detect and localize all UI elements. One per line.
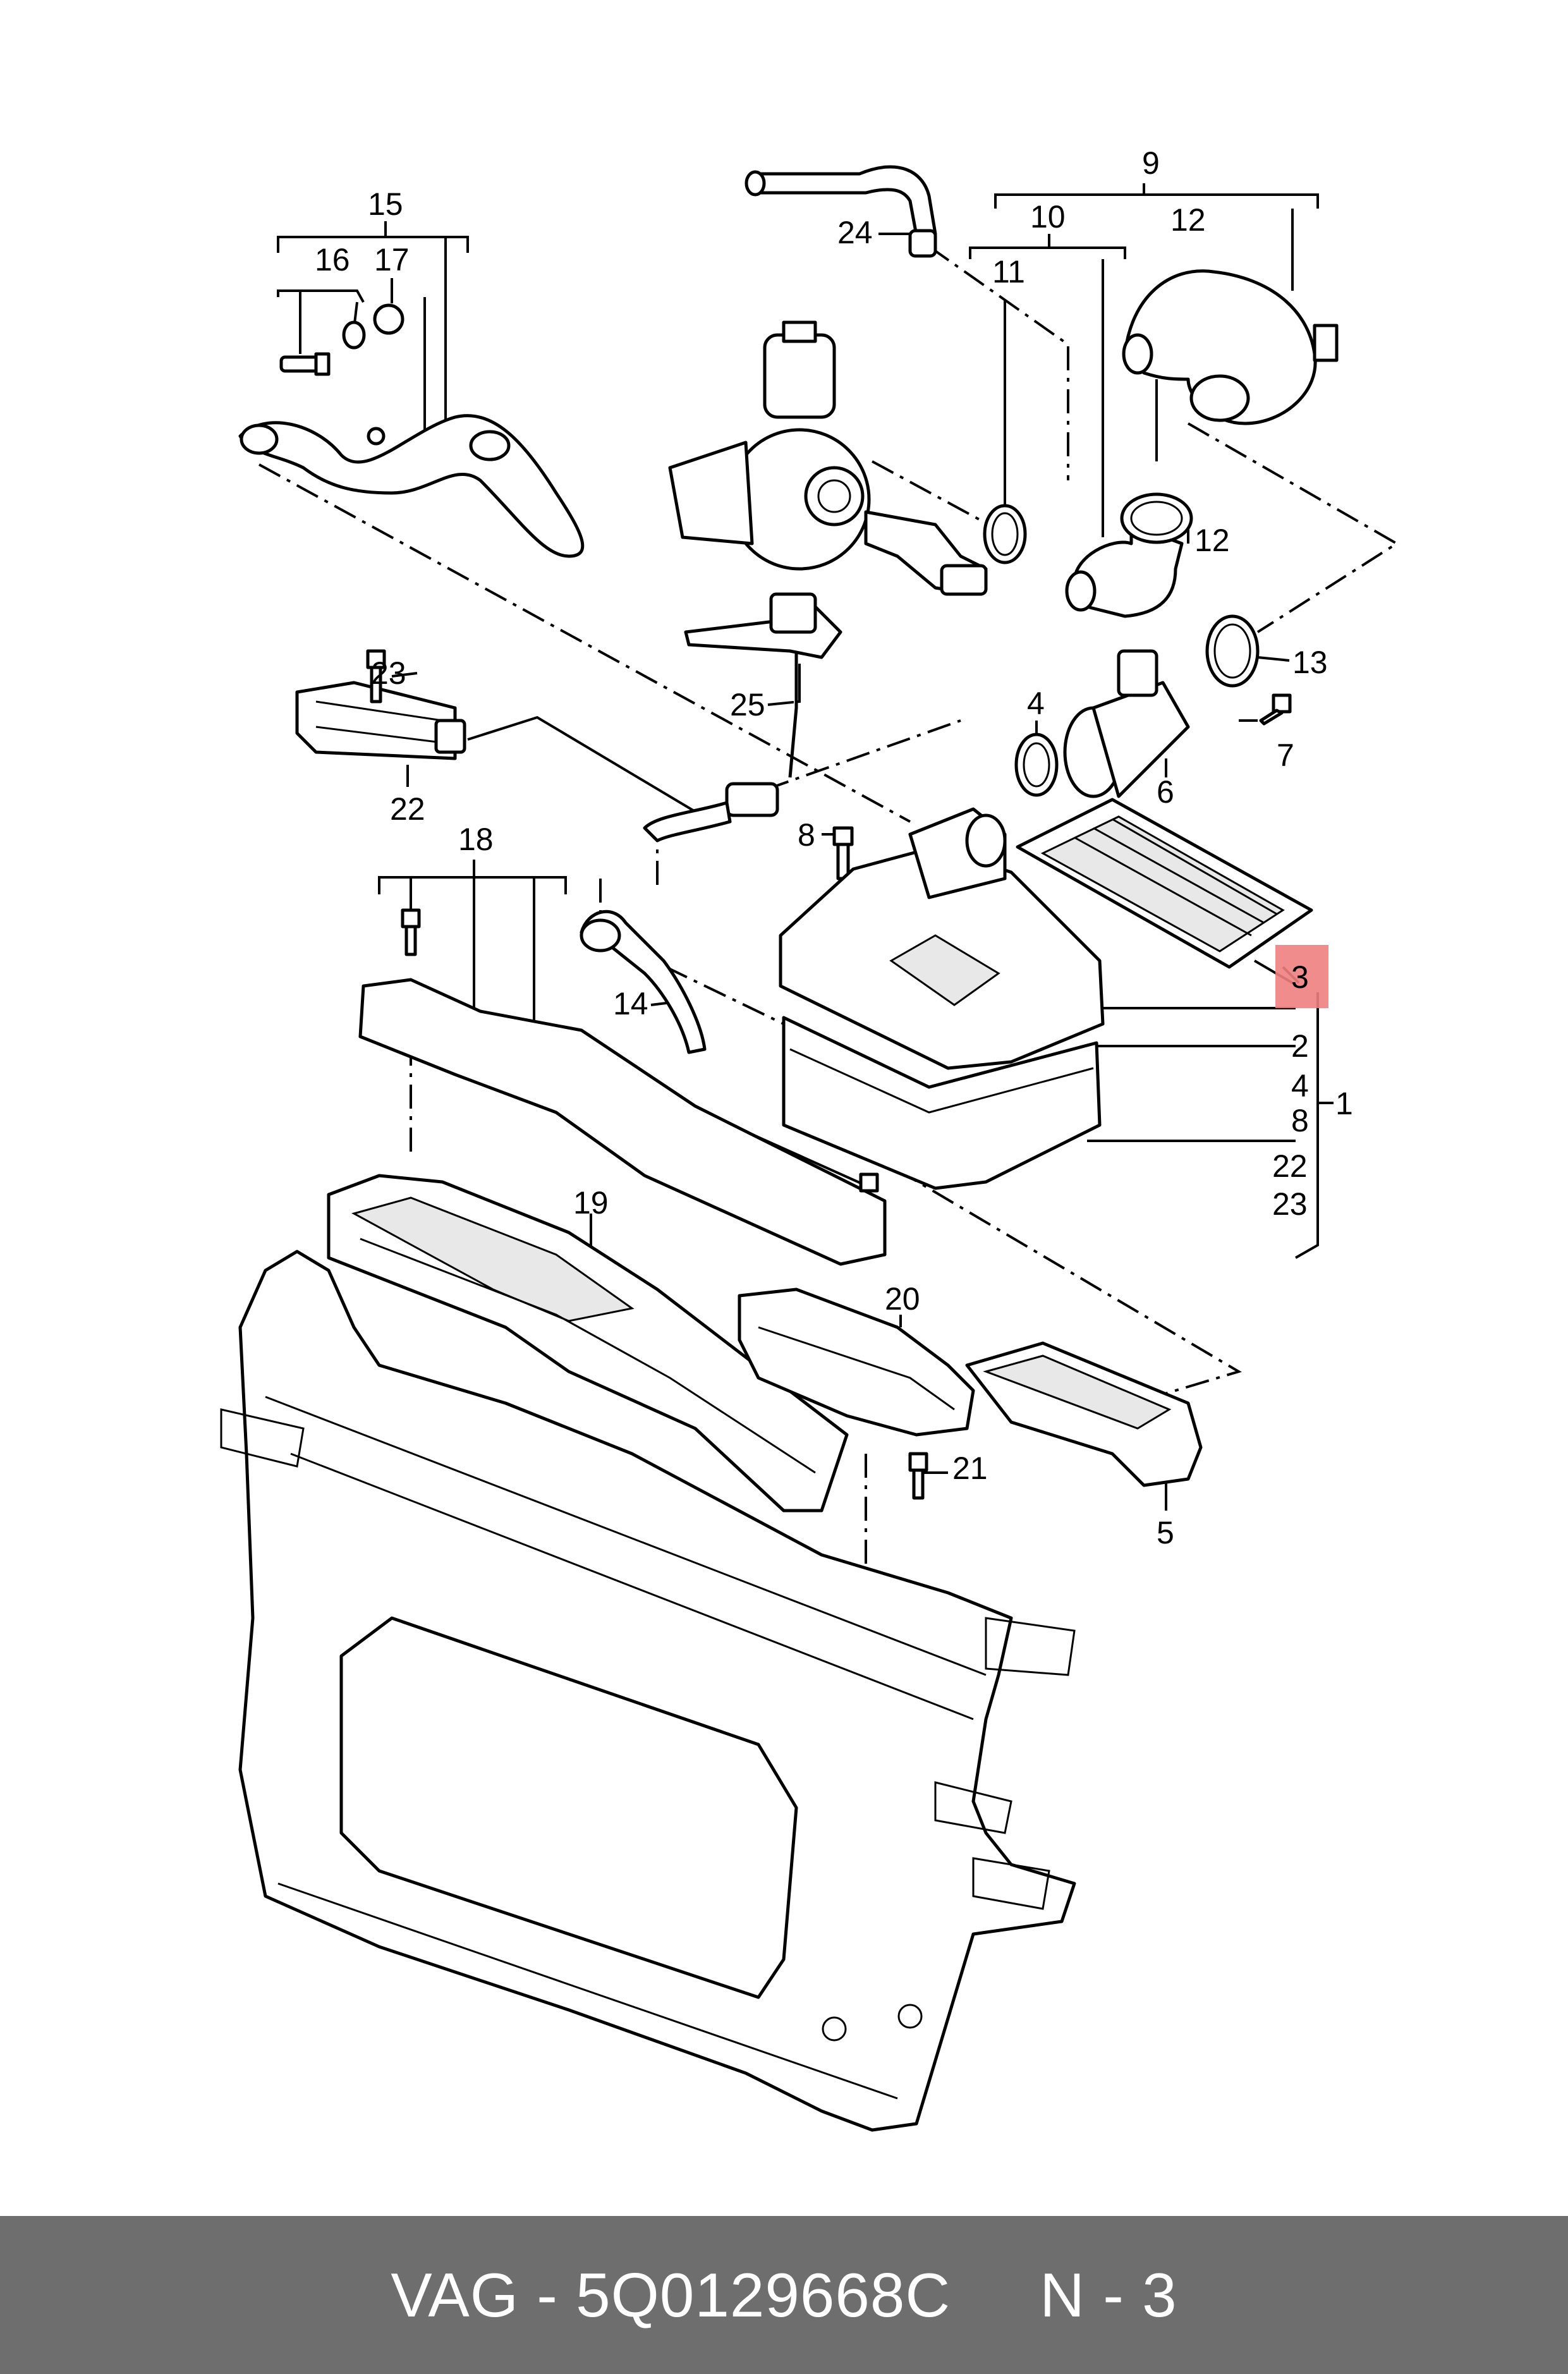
part-9-intake-hose xyxy=(1122,269,1339,425)
part-1-air-filter-housing xyxy=(779,807,1105,1190)
callout-12-mid: 12 xyxy=(1194,523,1230,558)
part-16-bolt xyxy=(279,352,331,376)
part-info-footer: VAG - 5Q0129668C N - 3 xyxy=(0,2216,1568,2374)
callout-15: 15 xyxy=(368,186,403,222)
callout-6: 6 xyxy=(1157,774,1174,810)
callout-19: 19 xyxy=(573,1185,609,1220)
callout-14: 14 xyxy=(613,986,648,1021)
footer-gap xyxy=(951,2260,1040,2331)
part-8-screw-top xyxy=(832,826,854,880)
footer-position-ref: N - 3 xyxy=(1040,2260,1177,2330)
part-18-cover xyxy=(358,908,887,1266)
callout-24: 24 xyxy=(837,215,873,250)
footer-separator: - xyxy=(519,2260,576,2330)
callout-labels: 15 16 17 9 10 12 11 24 12 13 23 25 4 7 6… xyxy=(315,145,1353,1550)
callout-12-top: 12 xyxy=(1170,202,1206,238)
callout-11: 11 xyxy=(992,254,1025,289)
callout-25: 25 xyxy=(730,687,765,722)
callout-20: 20 xyxy=(885,1281,920,1317)
part-11-o-ring xyxy=(983,504,1027,564)
callout-3: 3 xyxy=(1291,959,1309,995)
part-23-screw-left xyxy=(366,649,386,703)
callout-16: 16 xyxy=(315,242,350,277)
callout-10: 10 xyxy=(1030,199,1066,234)
callout-9: 9 xyxy=(1142,145,1160,181)
callout-17: 17 xyxy=(374,242,410,277)
callout-8-list: 8 xyxy=(1291,1103,1309,1138)
part-14-hose xyxy=(580,910,707,1054)
highlight-box-part-3 xyxy=(1275,945,1328,1008)
callout-13: 13 xyxy=(1292,645,1328,680)
part-25-vacuum-line xyxy=(643,592,842,843)
callout-21: 21 xyxy=(952,1451,988,1486)
callout-2: 2 xyxy=(1291,1028,1309,1064)
part-6-air-mass-meter xyxy=(1063,649,1190,798)
callout-4-top: 4 xyxy=(1027,686,1045,721)
footer-part-number: 5Q0129668C xyxy=(576,2260,951,2330)
part-12-clamp xyxy=(1120,492,1193,544)
part-3-air-filter-element xyxy=(1016,798,1313,969)
part-front-end-carrier xyxy=(220,1250,1076,2132)
callout-4-list: 4 xyxy=(1291,1068,1309,1104)
part-22-bracket xyxy=(295,681,466,760)
part-4-seal xyxy=(1014,733,1059,797)
callout-5: 5 xyxy=(1157,1515,1174,1550)
part-21-screw xyxy=(908,1452,928,1500)
part-17-grommet xyxy=(342,303,404,350)
part-5-intake-snorkel xyxy=(965,1341,1203,1487)
callout-1: 1 xyxy=(1335,1086,1353,1121)
callout-22-left: 22 xyxy=(390,791,425,827)
callout-23-list: 23 xyxy=(1272,1186,1308,1222)
callout-23-left: 23 xyxy=(371,655,406,691)
part-10-elbow xyxy=(1065,523,1184,618)
part-19-air-duct xyxy=(327,1174,849,1513)
part-15-intercooler-hose xyxy=(238,414,585,558)
callout-7: 7 xyxy=(1277,738,1294,773)
part-24-breather-pipe xyxy=(744,165,937,258)
part-7-screw xyxy=(1259,693,1292,726)
part-20-duct xyxy=(738,1287,975,1437)
callout-22-list: 22 xyxy=(1272,1148,1308,1184)
exploded-parts-diagram: 15 16 17 9 10 12 11 24 12 13 23 25 4 7 6… xyxy=(220,145,1399,2132)
footer-brand: VAG xyxy=(391,2260,520,2330)
part-turbocharger xyxy=(668,320,988,596)
callout-8-top: 8 xyxy=(798,817,815,853)
callout-18: 18 xyxy=(458,822,494,857)
part-13-clamp xyxy=(1205,614,1260,688)
